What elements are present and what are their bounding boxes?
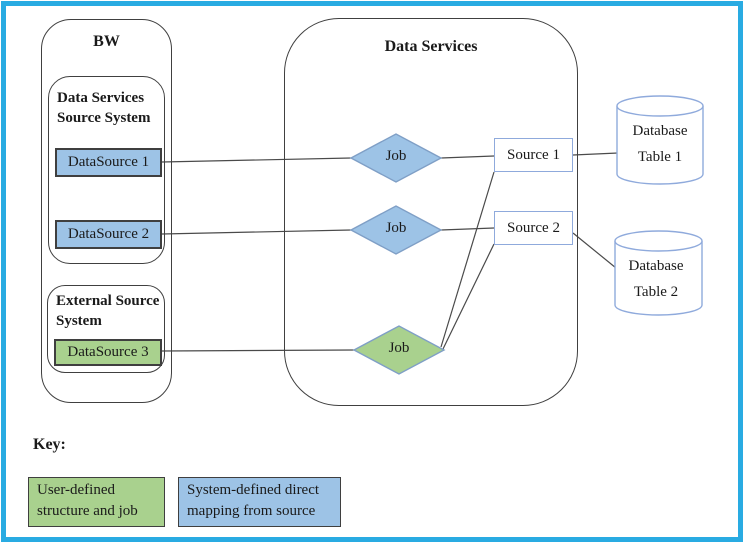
job3-label: Job bbox=[388, 340, 410, 356]
datasource3-box: DataSource 3 bbox=[54, 339, 162, 366]
data-services-container bbox=[284, 18, 578, 406]
database-cylinder-1-top bbox=[616, 95, 704, 117]
connector-datasource3-job3 bbox=[161, 349, 355, 352]
source1-box: Source 1 bbox=[494, 138, 573, 172]
connector-job2-source2 bbox=[440, 227, 495, 231]
source2-box: Source 2 bbox=[494, 211, 573, 245]
bw-container bbox=[41, 19, 172, 403]
connector-job3-source2 bbox=[442, 243, 495, 350]
connector-job3-source1 bbox=[440, 171, 495, 348]
data-services-title: Data Services bbox=[384, 38, 478, 55]
connector-job1-source1 bbox=[440, 155, 495, 159]
connector-source2-dbtable2 bbox=[572, 232, 617, 269]
connector-datasource2-job2 bbox=[161, 229, 352, 235]
system-job-diamonds bbox=[349, 133, 443, 255]
database-table-1-label: Database Table 1 bbox=[632, 123, 688, 165]
job2-diamond bbox=[349, 205, 443, 255]
data-services-source-system-title: Data Services Source System bbox=[57, 90, 151, 126]
connector-lines bbox=[161, 152, 619, 352]
connector-source1-dbtable1 bbox=[572, 152, 619, 156]
job1-diamond bbox=[349, 133, 443, 183]
job3-diamond bbox=[352, 325, 446, 375]
database-cylinder-1-body bbox=[616, 106, 704, 185]
key-title: Key: bbox=[33, 436, 66, 453]
datasource2-box: DataSource 2 bbox=[55, 220, 162, 249]
external-source-system-title: External Source System bbox=[56, 293, 160, 329]
datasource1-box: DataSource 1 bbox=[55, 148, 162, 177]
job1-label: Job bbox=[385, 148, 407, 164]
key-system-defined-box: System-defined direct mapping from sourc… bbox=[178, 477, 341, 527]
key-user-defined-box: User-defined structure and job bbox=[28, 477, 165, 527]
database-cylinder-2-top bbox=[614, 230, 703, 252]
database-cylinders bbox=[614, 95, 704, 316]
database-table-2-label: Database Table 2 bbox=[628, 258, 684, 300]
external-source-system-container bbox=[47, 285, 165, 373]
connector-datasource1-job1 bbox=[161, 157, 352, 163]
data-services-source-system-container bbox=[48, 76, 165, 264]
database-cylinder-2-body bbox=[614, 241, 703, 316]
bw-title: BW bbox=[93, 33, 120, 50]
job2-label: Job bbox=[385, 220, 407, 236]
